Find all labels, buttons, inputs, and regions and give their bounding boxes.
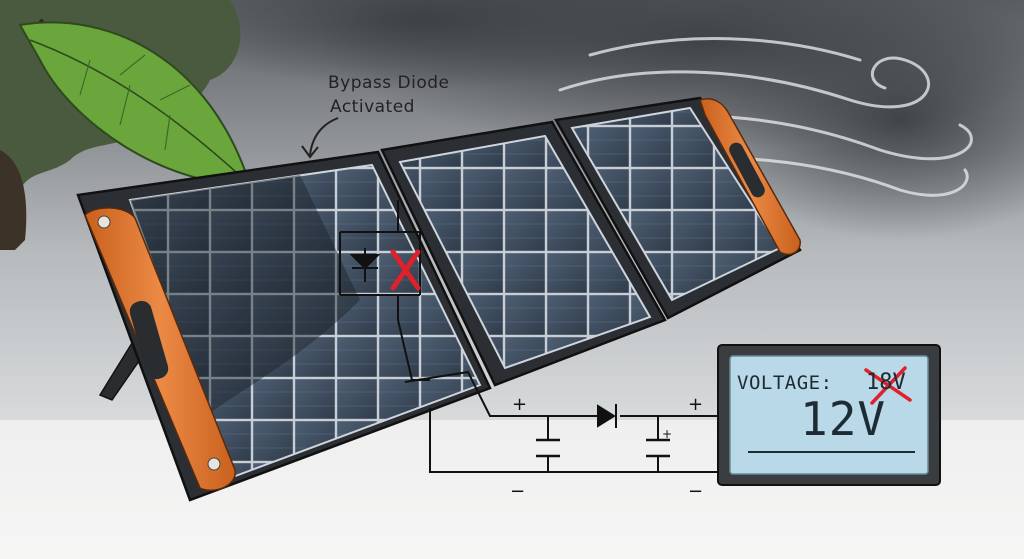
screw xyxy=(207,457,221,471)
meter-old-value: 18V xyxy=(866,370,906,395)
minus-left: − xyxy=(510,481,525,502)
meter-new-value: 12V xyxy=(800,392,887,446)
storm-cloud xyxy=(700,0,1024,240)
annotation-line-2: Activated xyxy=(330,97,415,117)
meter-screen xyxy=(729,355,929,475)
handle-slot xyxy=(729,142,765,198)
solar-panel-1 xyxy=(76,150,492,502)
capacitor-right xyxy=(646,438,670,458)
capacitor-left xyxy=(536,438,560,458)
diode-x-mark xyxy=(390,249,421,291)
plus-right: + xyxy=(688,394,703,415)
meter-voltage-label: VOLTAGE: xyxy=(737,372,833,394)
plus-left: + xyxy=(512,394,527,415)
voltage-meter xyxy=(717,344,941,486)
annotation-line-1: Bypass Diode xyxy=(328,73,450,93)
solar-panel-2 xyxy=(380,120,667,387)
minus-right: − xyxy=(688,481,703,502)
solar-panel-3 xyxy=(554,96,802,320)
annotation-arrowhead xyxy=(301,145,319,159)
handle-slot xyxy=(129,300,169,380)
storm-cloud xyxy=(160,0,680,90)
old-voltage-x-mark xyxy=(864,366,912,405)
annotation-arrow xyxy=(309,117,339,156)
series-diode xyxy=(597,404,617,428)
screw xyxy=(97,215,111,229)
capacitor-plus: + xyxy=(662,427,672,441)
bypass-diode-schematic xyxy=(339,200,430,381)
circuit-wires xyxy=(404,370,720,473)
